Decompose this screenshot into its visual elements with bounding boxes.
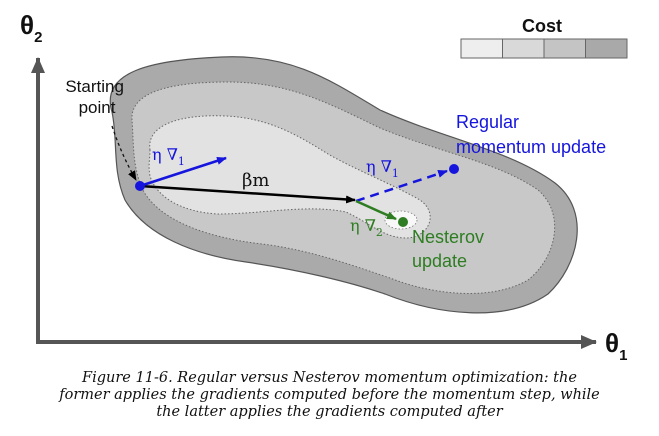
legend-swatch-1 (460, 38, 503, 59)
legend-title: Cost (522, 16, 562, 36)
starting-point-label: Starting point (65, 77, 128, 117)
figure-caption: Figure 11-6. Regular versus Nesterov mom… (4, 370, 655, 421)
starting-point-pointer (111, 125, 137, 181)
nesterov-update-dot (398, 217, 408, 227)
momentum-arrow (139, 184, 356, 204)
beta-m-label: βm (242, 170, 269, 191)
caption-line-3: the latter applies the gradients compute… (156, 404, 503, 420)
nesterov-update-label: Nesterov update (412, 227, 489, 271)
legend-swatch-2 (502, 38, 545, 59)
legend-swatch-4 (585, 38, 628, 59)
starting-point-dot (135, 181, 145, 191)
caption-line-1: Figure 11-6. Regular versus Nesterov mom… (82, 370, 577, 386)
gradient-2-arrow-nesterov (355, 199, 397, 221)
caption-line-2: former applies the gradients computed be… (59, 387, 600, 403)
gradient-2-label-nesterov: η ∇2 (350, 216, 383, 239)
gradient-1-label-regular: η ∇1 (366, 157, 399, 180)
legend-swatches (460, 38, 628, 59)
regular-update-label: Regular momentum update (456, 112, 606, 157)
gradient-1-arrow-regular (355, 169, 448, 203)
x-axis-label: θ1 (605, 328, 627, 364)
legend-swatch-3 (543, 38, 586, 59)
y-axis-label: θ2 (20, 10, 42, 46)
gradient-1-label-start: η ∇1 (152, 145, 185, 168)
gradient-1-arrow-start (139, 156, 227, 188)
contour-inner (148, 115, 431, 239)
regular-update-dot (449, 164, 459, 174)
